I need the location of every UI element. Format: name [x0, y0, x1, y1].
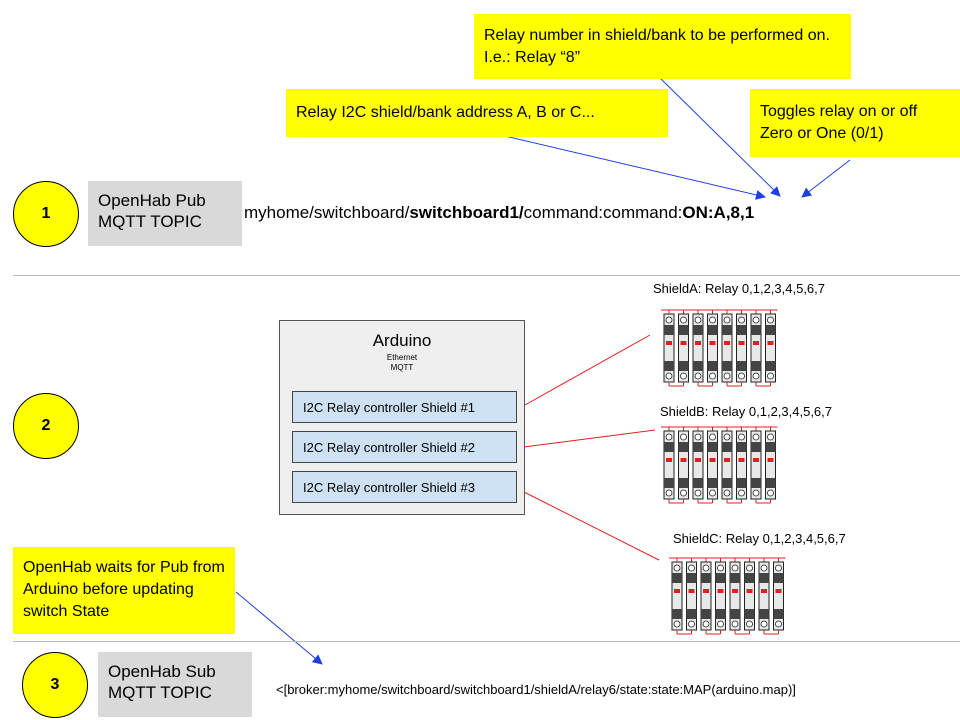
relay-bank-a-relay-2: [692, 310, 704, 386]
arrow-toggle: [801, 159, 851, 198]
sub-topic: <[broker:myhome/switchboard/switchboard1…: [276, 682, 796, 697]
relay-bank-c-relay-4: [729, 558, 741, 634]
arrow-relay-number: [659, 77, 781, 197]
arduino-title: Arduino: [372, 331, 432, 350]
arduino-subtitle-ethernet: Ethernet: [386, 353, 418, 362]
step-2-badge: 2: [13, 393, 79, 459]
separator-1: [13, 275, 960, 276]
relay-bank-c-relay-0: [671, 558, 683, 634]
relay-bank-a-relay-5: [736, 310, 747, 386]
relay-bank-b-relay-4: [721, 427, 733, 503]
note-relay-number: Relay number in shield/bank to be perfor…: [474, 14, 851, 79]
relay-bank-a-relay-1: [678, 310, 689, 386]
wire-shield-3: [515, 487, 660, 561]
relay-bank-c-relay-3: [715, 558, 726, 634]
relay-bank-b-relay-1: [678, 427, 689, 503]
note-toggle: Toggles relay on or off Zero or One (0/1…: [750, 89, 960, 157]
separator-2: [13, 641, 960, 642]
relay-bank-c-relay-1: [686, 558, 697, 634]
relay-bank-a-relay-4: [721, 310, 733, 386]
shield-1-box: I2C Relay controller Shield #1: [292, 391, 517, 423]
note-openhab-waits: OpenHab waits for Pub from Arduino befor…: [13, 547, 235, 634]
relay-bank-c-relay-5: [744, 558, 755, 634]
relay-bank-b-relay-2: [692, 427, 704, 503]
relay-bank-b-label: ShieldB: Relay 0,1,2,3,4,5,6,7: [660, 404, 833, 419]
pub-topic-payload: ON:A,8,1: [682, 203, 755, 222]
step-1-badge: 1: [13, 181, 79, 247]
pub-topic-device: switchboard1/: [409, 203, 524, 222]
step-3-label: OpenHab Sub MQTT TOPIC: [98, 652, 252, 717]
relay-bank-a-relay-6: [750, 310, 762, 386]
relay-bank-a-relay-7: [765, 310, 776, 386]
pub-topic-prefix: myhome/switchboard/: [244, 203, 410, 222]
relay-bank-b-relay-3: [707, 427, 718, 503]
shield-3-box: I2C Relay controller Shield #3: [292, 471, 517, 503]
relay-bank-b-relay-6: [750, 427, 762, 503]
arduino-box: Arduino Ethernet MQTT I2C Relay controll…: [279, 320, 525, 515]
relay-bank-b-relay-7: [765, 427, 776, 503]
relay-bank-a-relay-3: [707, 310, 718, 386]
relay-bank-a-graphic: [661, 309, 778, 387]
relay-bank-c-label: ShieldC: Relay 0,1,2,3,4,5,6,7: [673, 531, 846, 546]
arrow-shield-address: [504, 135, 766, 200]
relay-bank-c-graphic: [669, 557, 786, 635]
pub-topic: myhome/switchboard/switchboard1/command:…: [244, 203, 754, 223]
wire-shield-2: [515, 429, 656, 449]
step-1-label: OpenHab Pub MQTT TOPIC: [88, 181, 242, 246]
relay-bank-c-relay-2: [700, 558, 712, 634]
relay-bank-b-graphic: [661, 426, 778, 504]
shield-2-box: I2C Relay controller Shield #2: [292, 431, 517, 463]
relay-bank-c-relay-6: [758, 558, 770, 634]
relay-bank-a-relay-0: [663, 310, 675, 386]
step-3-badge: 3: [22, 652, 88, 718]
pub-topic-middle: command:command:: [523, 203, 683, 222]
note-shield-address: Relay I2C shield/bank address A, B or C.…: [286, 89, 668, 137]
relay-bank-a-label: ShieldA: Relay 0,1,2,3,4,5,6,7: [653, 281, 826, 296]
relay-bank-c-relay-7: [773, 558, 784, 634]
arduino-subtitle-mqtt: MQTT: [390, 363, 414, 372]
arrow-openhab-waits: [235, 591, 323, 665]
wire-shield-1: [515, 334, 651, 411]
relay-bank-b-relay-5: [736, 427, 747, 503]
relay-bank-b-relay-0: [663, 427, 675, 503]
